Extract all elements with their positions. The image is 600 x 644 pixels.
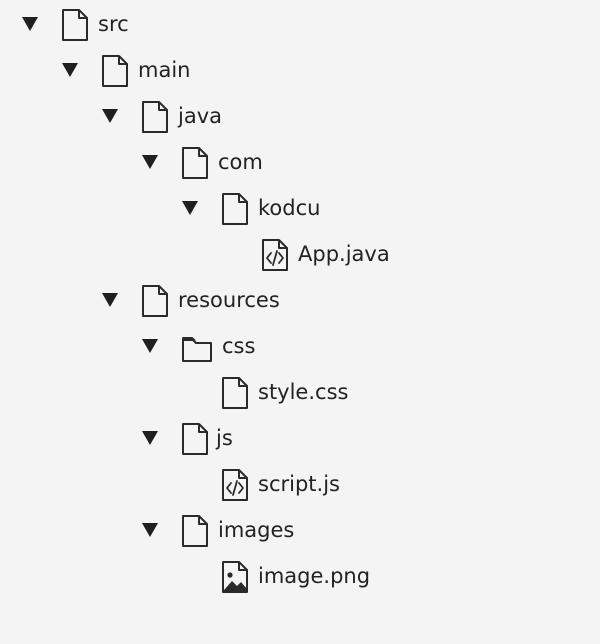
folder-icon (180, 330, 212, 364)
tree-node-label: main (138, 58, 191, 82)
file-icon (100, 54, 130, 88)
tree-node-com[interactable]: com (0, 138, 600, 184)
tree-node-src[interactable]: src (0, 0, 600, 46)
tree-node-style-css[interactable]: style.css (0, 368, 600, 414)
tree-node-label: resources (178, 288, 280, 312)
tree-node-script-js[interactable]: script.js (0, 460, 600, 506)
expand-toggle-resources[interactable] (102, 293, 118, 307)
code-file-icon (220, 468, 250, 502)
tree-node-label: java (178, 104, 222, 128)
tree-node-label: image.png (258, 564, 371, 588)
tree-node-app-java[interactable]: App.java (0, 230, 600, 276)
image-file-icon (220, 560, 250, 594)
tree-node-label: com (218, 150, 263, 174)
file-icon (220, 192, 250, 226)
tree-node-label: kodcu (258, 196, 321, 220)
file-icon (180, 146, 210, 180)
tree-node-label: js (216, 426, 233, 450)
tree-node-label: css (222, 334, 256, 358)
tree-node-label: script.js (258, 472, 340, 496)
expand-toggle-css[interactable] (142, 339, 158, 353)
tree-node-resources[interactable]: resources (0, 276, 600, 322)
file-icon (220, 376, 250, 410)
tree-node-image-png[interactable]: image.png (0, 552, 600, 598)
expand-toggle-src[interactable] (22, 17, 38, 31)
tree-node-main[interactable]: main (0, 46, 600, 92)
tree-node-java[interactable]: java (0, 92, 600, 138)
file-icon (180, 422, 210, 456)
tree-node-label: style.css (258, 380, 349, 404)
tree-node-label: src (98, 12, 129, 36)
file-icon (60, 8, 90, 42)
file-icon (140, 100, 170, 134)
tree-node-css[interactable]: css (0, 322, 600, 368)
file-icon (140, 284, 170, 318)
expand-toggle-js[interactable] (142, 431, 158, 445)
expand-toggle-java[interactable] (102, 109, 118, 123)
expand-toggle-main[interactable] (62, 63, 78, 77)
tree-node-label: images (218, 518, 295, 542)
tree-node-kodcu[interactable]: kodcu (0, 184, 600, 230)
tree-node-js[interactable]: js (0, 414, 600, 460)
file-icon (180, 514, 210, 548)
code-file-icon (260, 238, 290, 272)
expand-toggle-com[interactable] (142, 155, 158, 169)
tree-node-images[interactable]: images (0, 506, 600, 552)
expand-toggle-images[interactable] (142, 523, 158, 537)
expand-toggle-kodcu[interactable] (182, 201, 198, 215)
tree-node-label: App.java (298, 242, 390, 266)
